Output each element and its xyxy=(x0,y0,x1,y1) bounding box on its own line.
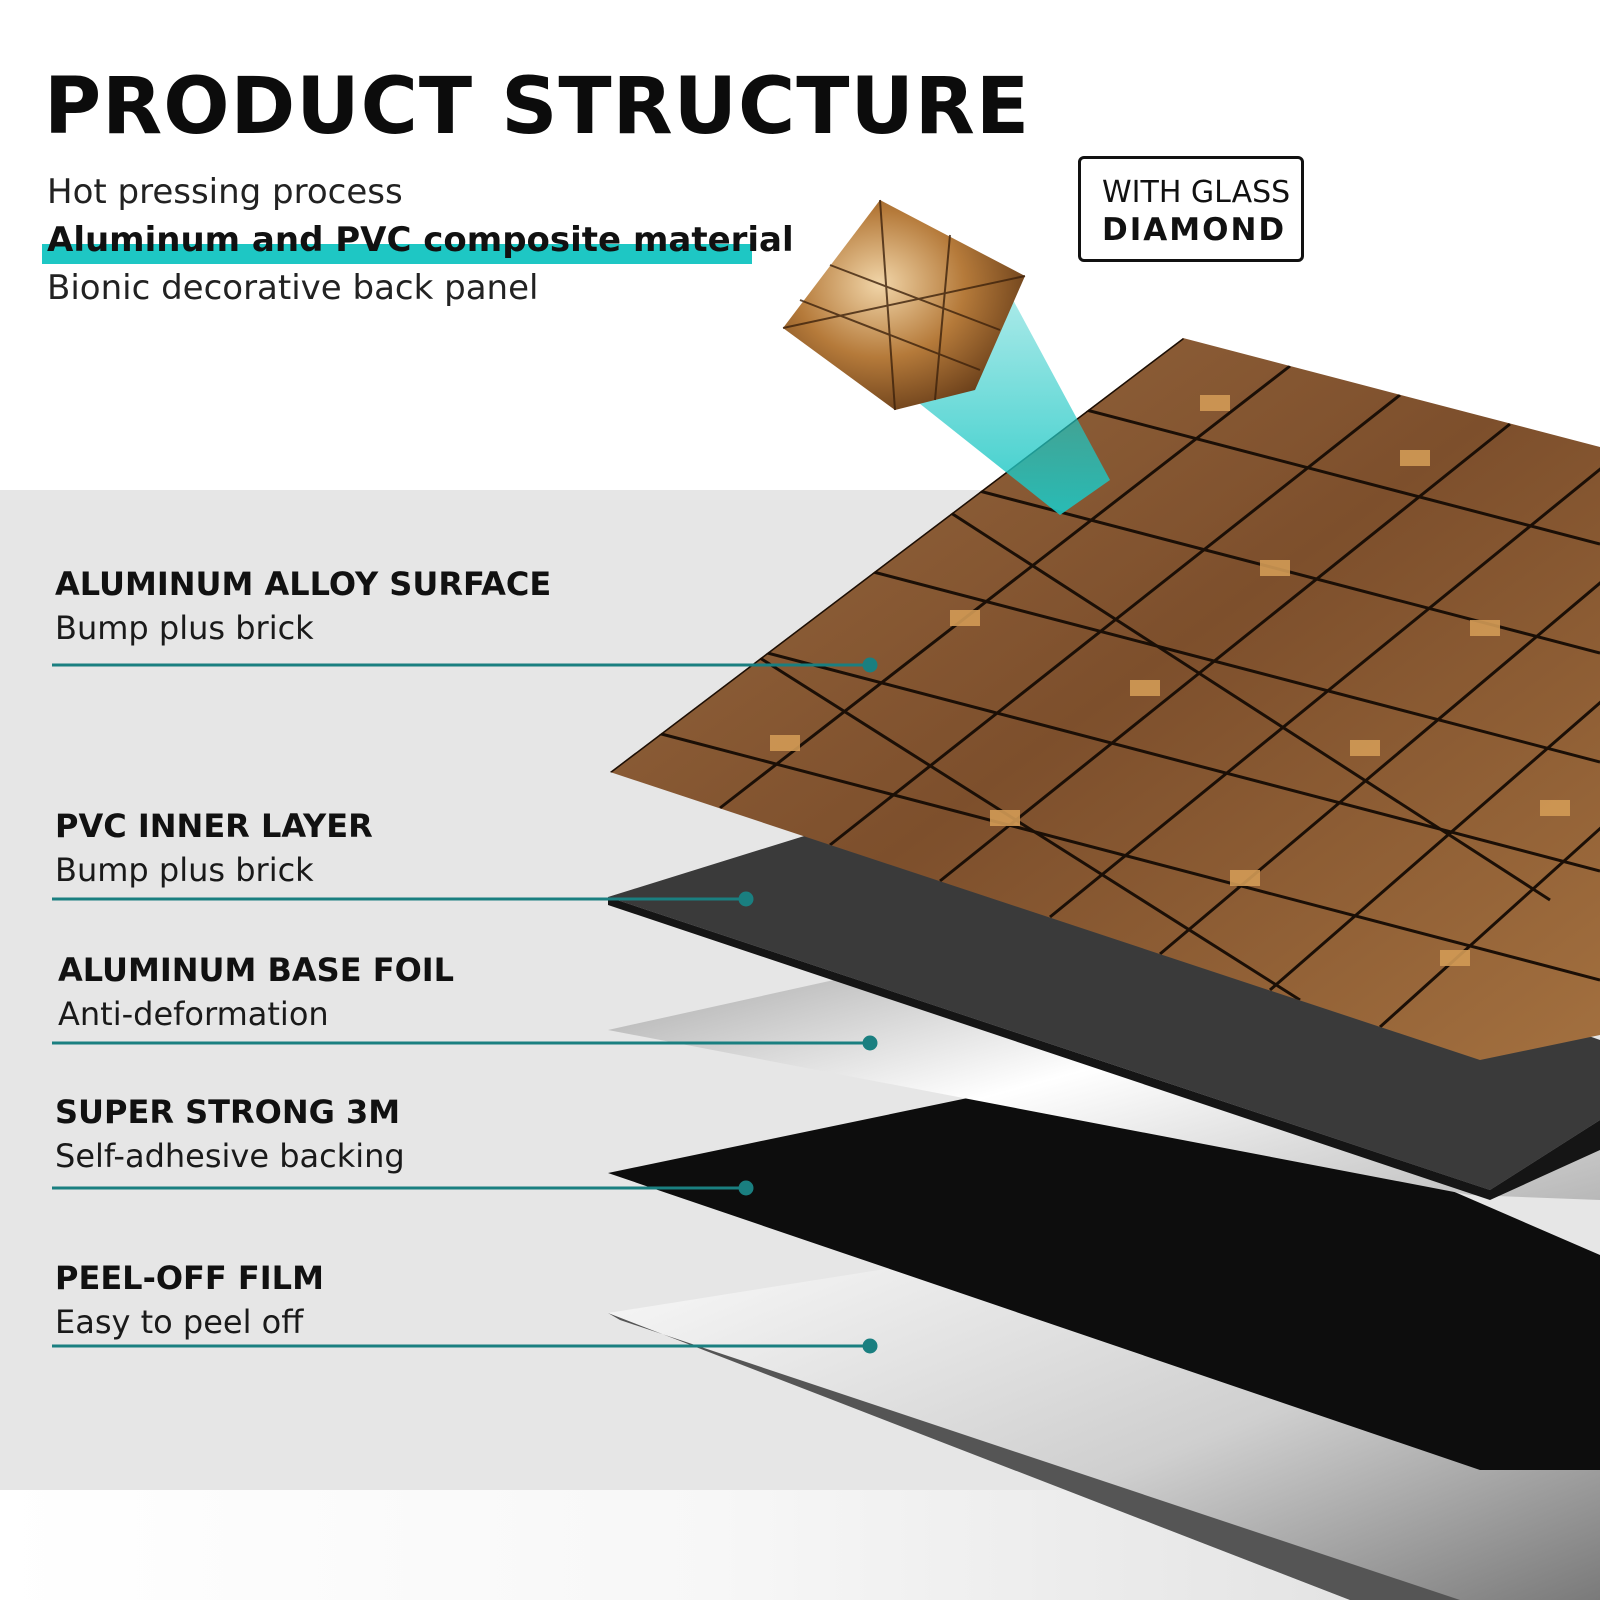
layer-title: PEEL-OFF FILM xyxy=(55,1259,324,1297)
glass-diamond-icon xyxy=(782,199,1026,411)
aluminum-surface-layer xyxy=(610,338,1600,1060)
layer-desc: Anti-deformation xyxy=(58,995,329,1033)
badge-line-2: DIAMOND xyxy=(1102,212,1287,248)
layer-title: SUPER STRONG 3M xyxy=(55,1093,401,1131)
glass-diamond-badge: WITH GLASS DIAMOND xyxy=(1078,156,1304,262)
layer-label-3m-adhesive: SUPER STRONG 3M Self-adhesive backing xyxy=(55,1093,405,1175)
subtitle-material: Aluminum and PVC composite material xyxy=(47,220,794,260)
layer-label-aluminum-base: ALUMINUM BASE FOIL Anti-deformation xyxy=(58,951,454,1033)
page-title: PRODUCT STRUCTURE xyxy=(44,62,1031,152)
layer-label-peel-off-film: PEEL-OFF FILM Easy to peel off xyxy=(55,1259,324,1341)
layer-label-pvc-inner: PVC INNER LAYER Bump plus brick xyxy=(55,807,373,889)
layer-desc: Bump plus brick xyxy=(55,609,314,647)
layer-title: ALUMINUM ALLOY SURFACE xyxy=(55,565,552,603)
layer-title: PVC INNER LAYER xyxy=(55,807,373,845)
subtitle-process: Hot pressing process xyxy=(47,172,403,212)
layer-desc: Self-adhesive backing xyxy=(55,1137,405,1175)
subtitle-panel: Bionic decorative back panel xyxy=(47,268,539,308)
layer-label-aluminum-surface: ALUMINUM ALLOY SURFACE Bump plus brick xyxy=(55,565,551,647)
layer-title: ALUMINUM BASE FOIL xyxy=(58,951,455,989)
teal-highlight-bar xyxy=(42,244,752,264)
pvc-layer xyxy=(608,800,1600,1190)
badge-line-1: WITH GLASS xyxy=(1102,175,1291,210)
layer-desc: Easy to peel off xyxy=(55,1303,304,1341)
layer-desc: Bump plus brick xyxy=(55,851,314,889)
